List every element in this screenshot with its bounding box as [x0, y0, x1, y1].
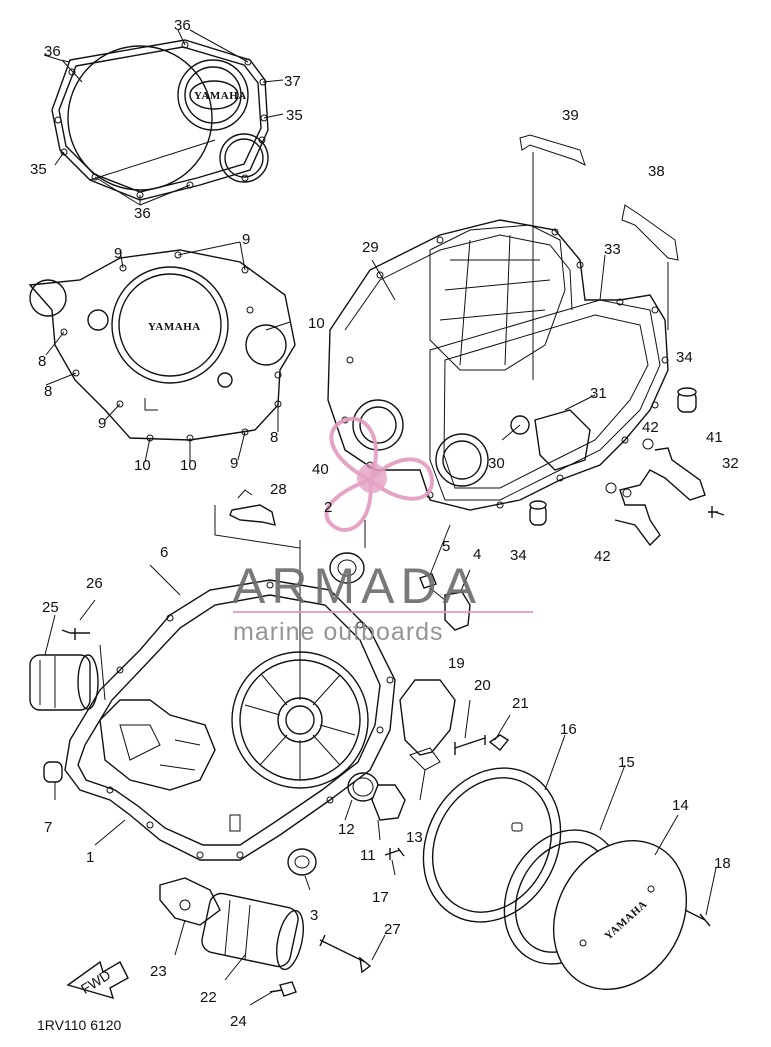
part-callout-13: 13 [406, 829, 423, 846]
part-callout-33: 33 [604, 241, 621, 258]
part-callout-24: 24 [230, 1013, 247, 1030]
propeller-blade-1 [329, 416, 378, 483]
part-callout-8: 8 [44, 383, 52, 400]
part-callout-25: 25 [42, 599, 59, 616]
part-callout-38: 38 [648, 163, 665, 180]
part-callout-34: 34 [510, 547, 527, 564]
small-parts-center [287, 520, 511, 891]
part-callout-9: 9 [98, 415, 106, 432]
part-callout-2: 2 [324, 499, 332, 516]
part-callout-36: 36 [134, 205, 151, 222]
part-callout-8: 8 [270, 429, 278, 446]
part-callout-17: 17 [372, 889, 389, 906]
part-callout-12: 12 [338, 821, 355, 838]
part-callout-40: 40 [312, 461, 329, 478]
part-callout-10: 10 [308, 315, 325, 332]
part-callout-9: 9 [242, 231, 250, 248]
part-callout-42: 42 [642, 419, 659, 436]
fwd-arrow-icon: FWD [66, 960, 129, 1000]
propeller-blade-2 [367, 457, 435, 501]
part-callout-11: 11 [360, 847, 376, 864]
part-callout-20: 20 [474, 677, 491, 694]
watermark-subtitle: marine outboards [233, 618, 444, 646]
part-callout-35: 35 [30, 161, 47, 178]
part-callout-16: 16 [560, 721, 577, 738]
part-callout-10: 10 [134, 457, 151, 474]
part-callout-21: 21 [512, 695, 529, 712]
part-callout-32: 32 [722, 455, 739, 472]
part-callout-7: 7 [44, 819, 52, 836]
part-callout-26: 26 [86, 575, 103, 592]
crankcase-cover-assembly [327, 134, 679, 511]
small-parts-right [529, 387, 725, 547]
brand-mark-top: YAMAHA [194, 90, 247, 102]
part-callout-29: 29 [362, 239, 379, 256]
starter-parts-bottom [159, 877, 386, 1006]
part-callout-5: 5 [442, 538, 450, 555]
part-callout-34: 34 [676, 349, 693, 366]
part-callout-31: 31 [590, 385, 607, 402]
part-callout-39: 39 [562, 107, 579, 124]
part-callout-4: 4 [473, 546, 481, 563]
drawing-code: 1RV110 6120 [37, 1017, 122, 1033]
bolt-holes [54, 41, 268, 199]
gasket-outline-middle [28, 241, 296, 463]
part-callout-14: 14 [672, 797, 689, 814]
gasket-outline-top [43, 29, 284, 206]
part-callout-28: 28 [270, 481, 287, 498]
part-callout-3: 3 [310, 907, 318, 924]
part-callout-15: 15 [618, 754, 635, 771]
pulser-cover-parts: YAMAHA [422, 734, 717, 991]
part-callout-1: 1 [86, 849, 94, 866]
part-callout-23: 23 [150, 963, 167, 980]
part-callout-42: 42 [594, 548, 611, 565]
propeller-hub [357, 463, 387, 493]
part-callout-36: 36 [174, 17, 191, 34]
part-callout-10: 10 [180, 457, 197, 474]
part-callout-36: 36 [44, 43, 61, 60]
part-callout-9: 9 [230, 455, 238, 472]
part-callout-41: 41 [706, 429, 723, 446]
brand-mark-middle: YAMAHA [148, 321, 201, 333]
watermark-title: ARMADA [232, 558, 482, 614]
part-callout-18: 18 [714, 855, 731, 872]
watermark-logo: ARMADA marine outboards [232, 416, 533, 646]
part-callout-19: 19 [448, 655, 465, 672]
part-callout-37: 37 [284, 73, 301, 90]
brand-marks: YAMAHA YAMAHA [148, 80, 247, 333]
part-callout-6: 6 [160, 544, 168, 561]
part-callout-9: 9 [114, 245, 122, 262]
part-callout-30: 30 [488, 455, 505, 472]
part-callout-22: 22 [200, 989, 217, 1006]
propeller-blade-3 [324, 477, 373, 532]
part-callout-35: 35 [286, 107, 303, 124]
part-callout-8: 8 [38, 353, 46, 370]
part-callout-27: 27 [384, 921, 401, 938]
